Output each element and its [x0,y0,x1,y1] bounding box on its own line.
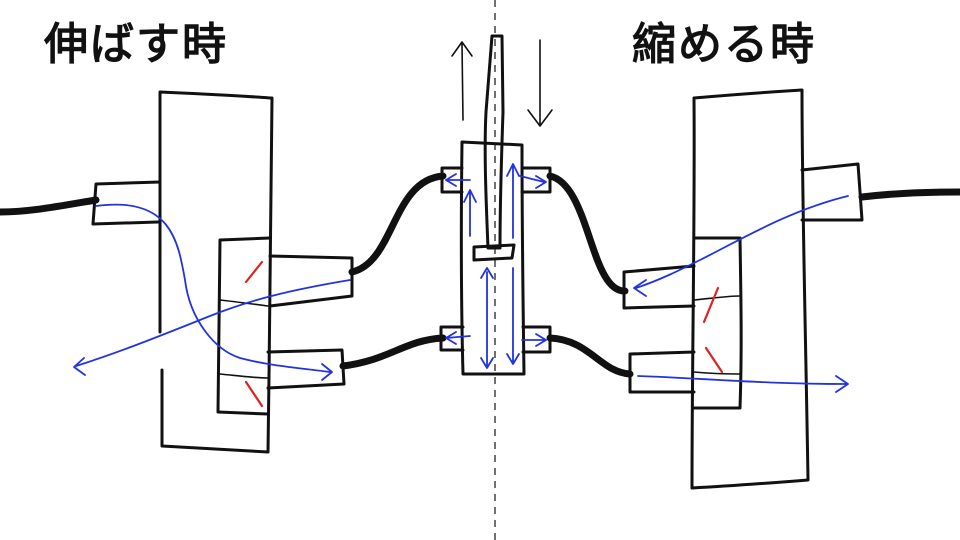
pump-left-valve-top [244,260,264,284]
pump-right [622,88,864,490]
cylinder-body [459,140,526,376]
cylinder [439,34,553,376]
pump-left-body [158,90,274,454]
pump-right-port-bottom [628,350,696,394]
pump-left [73,90,354,454]
hoses [0,172,960,378]
cylinder-port-top-right [520,166,552,194]
pump-left-valve-block [216,236,272,416]
arrow-up-icon [451,41,473,121]
pump-left-valve-bottom [244,380,264,408]
pump-left-port-top [268,254,354,308]
heading-extend: 伸ばす時 [44,19,228,70]
cylinder-port-bottom-left [439,325,465,352]
pump-right-input-port [800,162,864,222]
arrow-down-icon [527,39,553,127]
pump-right-valve-bottom [704,346,724,374]
cylinder-port-top-left [440,166,464,194]
pump-left-input-port [91,180,162,226]
pump-right-valve-block [692,236,743,410]
cylinder-port-bottom-right [521,325,552,354]
cylinder-piston [472,243,516,262]
pump-right-body [690,88,810,490]
pump-left-port-bottom [266,348,346,390]
heading-retract: 縮める時 [632,19,816,70]
pump-right-port-top [622,264,696,310]
pump-right-valve-top [702,286,720,324]
